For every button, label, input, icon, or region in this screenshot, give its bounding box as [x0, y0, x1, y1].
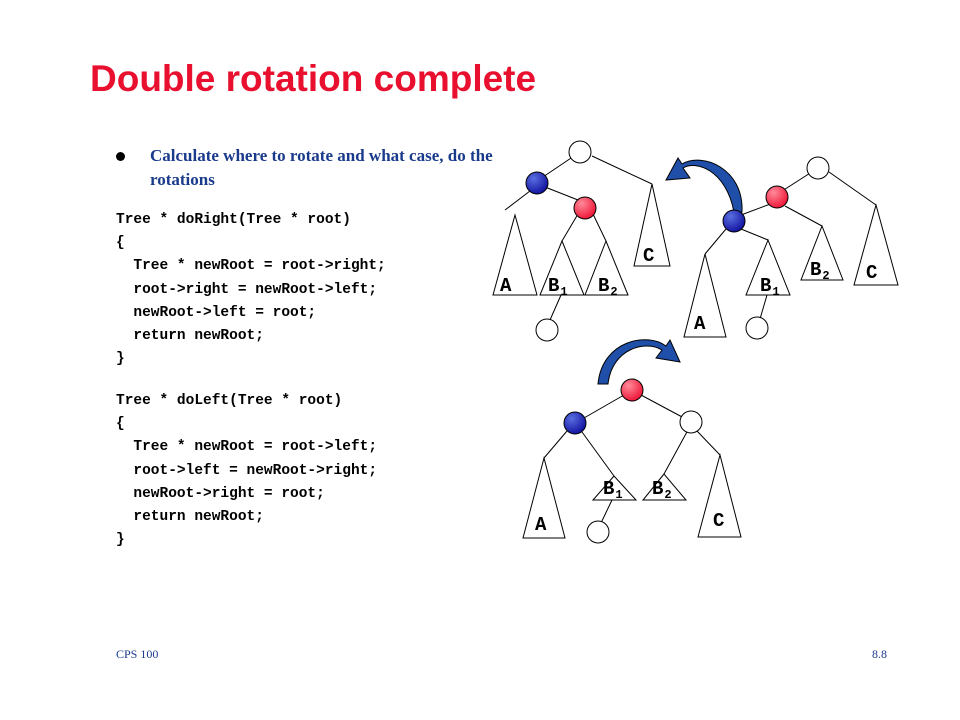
subtree-a-triangle: [522, 456, 566, 539]
red-node: [573, 196, 597, 220]
subtree-b1-triangle: [539, 239, 585, 296]
blue-node: [563, 411, 587, 435]
subtree-b2-triangle: [800, 224, 844, 281]
blue-node: [722, 209, 746, 233]
footer-page-number: 8.8: [872, 647, 887, 661]
label-b2: B2: [810, 259, 830, 283]
root-node: [568, 140, 592, 164]
subtree-c-triangle: [853, 203, 899, 286]
subtree-b2-triangle: [641, 473, 688, 501]
rotation-arrow-icon: [597, 338, 681, 385]
subtree-b1-triangle: [591, 475, 638, 501]
subtree-c-triangle: [697, 453, 742, 538]
red-node: [620, 378, 644, 402]
blue-node: [525, 171, 549, 195]
label-b1: B1: [548, 275, 568, 299]
code-do-right: Tree * doRight(Tree * root) { Tree * new…: [116, 212, 386, 368]
tree-2: A B1 B2 C: [683, 156, 899, 340]
subtree-c-triangle: [633, 183, 671, 267]
tree-1: A B1 B2 C: [492, 140, 671, 342]
tree-3: A B1 B2 C: [522, 378, 742, 544]
empty-node: [745, 316, 769, 340]
white-node: [679, 410, 703, 434]
red-node: [765, 185, 789, 209]
subtree-a-triangle: [683, 253, 727, 338]
bullet-dot-icon: [116, 152, 125, 161]
code-do-left: Tree * doLeft(Tree * root) { Tree * newR…: [116, 393, 378, 549]
empty-node: [535, 318, 559, 342]
subtree-a-triangle: [492, 213, 538, 296]
bullet-text: Calculate where to rotate and what case,…: [150, 146, 493, 189]
footer-course: CPS 100: [116, 647, 159, 661]
label-c: C: [866, 262, 877, 284]
label-a: A: [535, 514, 547, 536]
subtree-b2-triangle: [584, 239, 629, 296]
label-b2: B2: [652, 478, 672, 502]
label-b1: B1: [760, 275, 780, 299]
label-b1: B1: [603, 478, 623, 502]
label-c: C: [643, 245, 654, 267]
empty-node: [586, 520, 610, 544]
rotation-arrow-icon: [665, 157, 743, 213]
root-node: [806, 156, 830, 180]
slide-title: Double rotation complete: [90, 58, 537, 99]
label-c: C: [713, 510, 724, 532]
label-b2: B2: [598, 275, 618, 299]
subtree-b1-triangle: [745, 238, 791, 296]
label-a: A: [694, 313, 706, 335]
label-a: A: [500, 275, 512, 297]
